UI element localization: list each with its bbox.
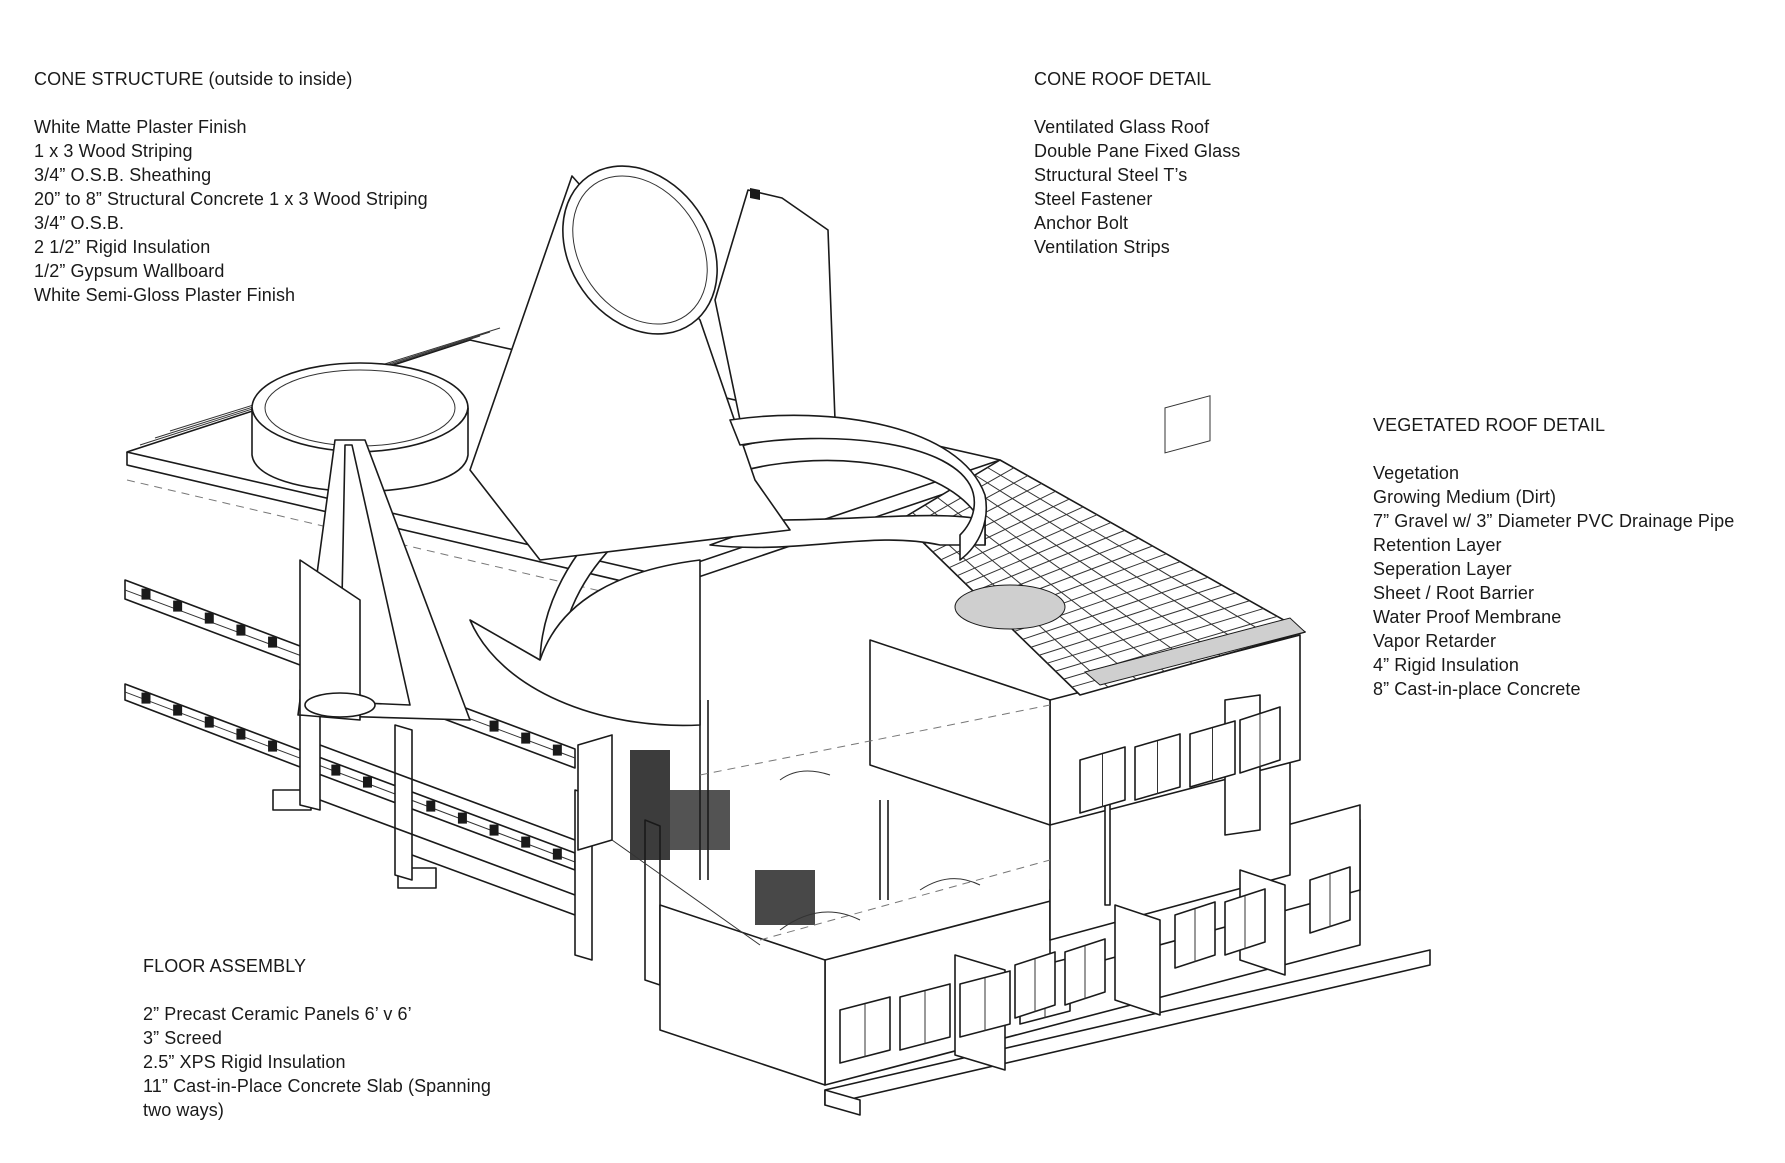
slab-block — [362, 776, 372, 788]
slab-block — [489, 720, 499, 732]
slab-block — [331, 764, 341, 776]
spec-item: White Semi-Gloss Plaster Finish — [34, 285, 296, 305]
curved-wall-small — [251, 362, 469, 493]
slab-block — [141, 692, 151, 704]
floor-assembly-note: FLOOR ASSEMBLY 2” Precast Ceramic Panels… — [143, 954, 523, 1122]
spec-item: Vegetation — [1373, 463, 1460, 483]
spec-item: 2.5” XPS Rigid Insulation — [143, 1052, 346, 1072]
floor-assembly-list: 2” Precast Ceramic Panels 6’ v 6’ 3” Scre… — [143, 1002, 523, 1122]
spec-item: Structural Steel T’s — [1034, 165, 1188, 185]
slab-block — [489, 824, 499, 836]
spec-item: Seperation Layer — [1373, 559, 1512, 579]
slab-block — [457, 812, 467, 824]
slab-block — [426, 800, 436, 812]
slab-block — [521, 836, 531, 848]
slab-block — [552, 744, 562, 756]
spec-item: 2 1/2” Rigid Insulation — [34, 237, 211, 257]
cone-tall — [714, 188, 836, 421]
vegetated-roof-title: VEGETATED ROOF DETAIL — [1373, 415, 1606, 435]
spec-item: 20” to 8” Structural Concrete 1 x 3 Wood… — [34, 189, 428, 209]
slab-block — [268, 636, 278, 648]
window-set — [839, 706, 1351, 1064]
spec-item: 1/2” Gypsum Wallboard — [34, 261, 225, 281]
spec-item: Anchor Bolt — [1034, 213, 1129, 233]
spec-item: Growing Medium (Dirt) — [1373, 487, 1557, 507]
spec-item: 2” Precast Ceramic Panels 6’ v 6’ — [143, 1004, 412, 1024]
floor-assembly-title: FLOOR ASSEMBLY — [143, 956, 307, 976]
roof-tile-line — [974, 474, 1250, 649]
cone-roof-title: CONE ROOF DETAIL — [1034, 69, 1212, 89]
spec-item: 11” Cast-in-Place Concrete Slab (Spannin… — [143, 1076, 491, 1120]
spec-item: Sheet / Root Barrier — [1373, 583, 1535, 603]
spec-item: 3/4” O.S.B. — [34, 213, 125, 233]
spec-item: 3/4” O.S.B. Sheathing — [34, 165, 212, 185]
interior-floor-arcs — [779, 770, 981, 931]
slab-block — [141, 588, 151, 600]
cone-structure-list: White Matte Plaster Finish 1 x 3 Wood Str… — [34, 115, 514, 307]
spec-item: Double Pane Fixed Glass — [1034, 141, 1241, 161]
cone-structure-note: CONE STRUCTURE (outside to inside) White… — [34, 67, 514, 307]
slab-block — [521, 732, 531, 744]
cone-structure-title: CONE STRUCTURE (outside to inside) — [34, 69, 353, 89]
spec-item: Steel Fastener — [1034, 189, 1153, 209]
spec-item: 3” Screed — [143, 1028, 222, 1048]
spec-item: Retention Layer — [1373, 535, 1502, 555]
spec-item: 1 x 3 Wood Striping — [34, 141, 193, 161]
slab-block — [552, 848, 562, 860]
spec-item: White Matte Plaster Finish — [34, 117, 247, 137]
slab-block — [173, 600, 183, 612]
spec-item: Water Proof Membrane — [1373, 607, 1562, 627]
cone-large — [469, 165, 791, 561]
spec-item: Ventilation Strips — [1034, 237, 1170, 257]
spec-item: Vapor Retarder — [1373, 631, 1497, 651]
spec-item: 4” Rigid Insulation — [1373, 655, 1519, 675]
slab-block — [204, 716, 214, 728]
curved-wall-ring — [729, 414, 987, 561]
spec-item: Ventilated Glass Roof — [1034, 117, 1210, 137]
slab-block — [173, 704, 183, 716]
slab-block — [236, 624, 246, 636]
roof-tile-line — [949, 489, 1193, 664]
spec-item: 7” Gravel w/ 3” Diameter PVC Drainage Pi… — [1373, 511, 1735, 531]
roof-tile-line — [962, 482, 1221, 657]
roof-tile-line — [987, 467, 1278, 641]
cone-narrow — [297, 439, 471, 721]
slab-block — [204, 612, 214, 624]
slab-block — [236, 728, 246, 740]
spec-item: 8” Cast-in-place Concrete — [1373, 679, 1581, 699]
slab-block — [268, 740, 278, 752]
